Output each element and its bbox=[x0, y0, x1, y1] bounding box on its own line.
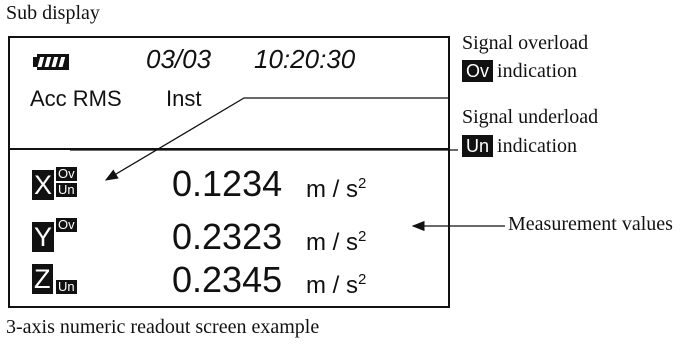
sub-display-caption: Sub display bbox=[6, 2, 100, 24]
underload-badge-example: Un bbox=[462, 135, 494, 157]
measurement-value-x: 0.1234 bbox=[172, 163, 283, 204]
measurement-values-callout: Measurement values bbox=[508, 213, 673, 235]
mode-detail: Inst bbox=[166, 86, 202, 111]
lcd-screen: 03/03 10:20:30 Acc RMS Inst X Ov Un 0.12… bbox=[8, 36, 450, 308]
unit-z: m / s2 bbox=[306, 260, 366, 306]
unit-exponent: 2 bbox=[358, 271, 367, 288]
underload-badge: Un bbox=[56, 182, 77, 197]
overload-badge-example: Ov bbox=[462, 60, 494, 82]
screen-example-caption: 3-axis numeric readout screen example bbox=[6, 316, 320, 338]
axis-x-label: X bbox=[32, 170, 55, 200]
underload-callout-indication: indication bbox=[497, 135, 577, 157]
overload-leader-line bbox=[104, 97, 450, 181]
unit-y: m / s2 bbox=[306, 217, 366, 263]
time-display: 10:20:30 bbox=[254, 44, 356, 74]
overload-badge: Ov bbox=[56, 166, 77, 181]
battery-full-icon bbox=[33, 54, 69, 70]
unit-exponent: 2 bbox=[358, 228, 367, 245]
unit-text: m / s bbox=[306, 272, 358, 299]
divider bbox=[10, 148, 448, 150]
axis-y-label: Y bbox=[32, 222, 55, 252]
unit-text: m / s bbox=[306, 176, 358, 203]
unit-x: m / s2 bbox=[306, 164, 366, 210]
underload-badge: Un bbox=[56, 279, 77, 294]
unit-exponent: 2 bbox=[358, 175, 367, 192]
measurement-mode: Acc RMS bbox=[30, 86, 122, 111]
axis-z-label: Z bbox=[32, 264, 53, 294]
overload-badge: Ov bbox=[56, 217, 77, 232]
overload-callout-title: Signal overload bbox=[462, 32, 589, 54]
measurement-value-y: 0.2323 bbox=[172, 216, 283, 257]
unit-text: m / s bbox=[306, 229, 358, 256]
underload-callout-title: Signal underload bbox=[462, 106, 599, 128]
date-display: 03/03 bbox=[146, 44, 212, 74]
measurement-value-z: 0.2345 bbox=[172, 259, 283, 300]
overload-callout-indication: indication bbox=[497, 60, 577, 82]
